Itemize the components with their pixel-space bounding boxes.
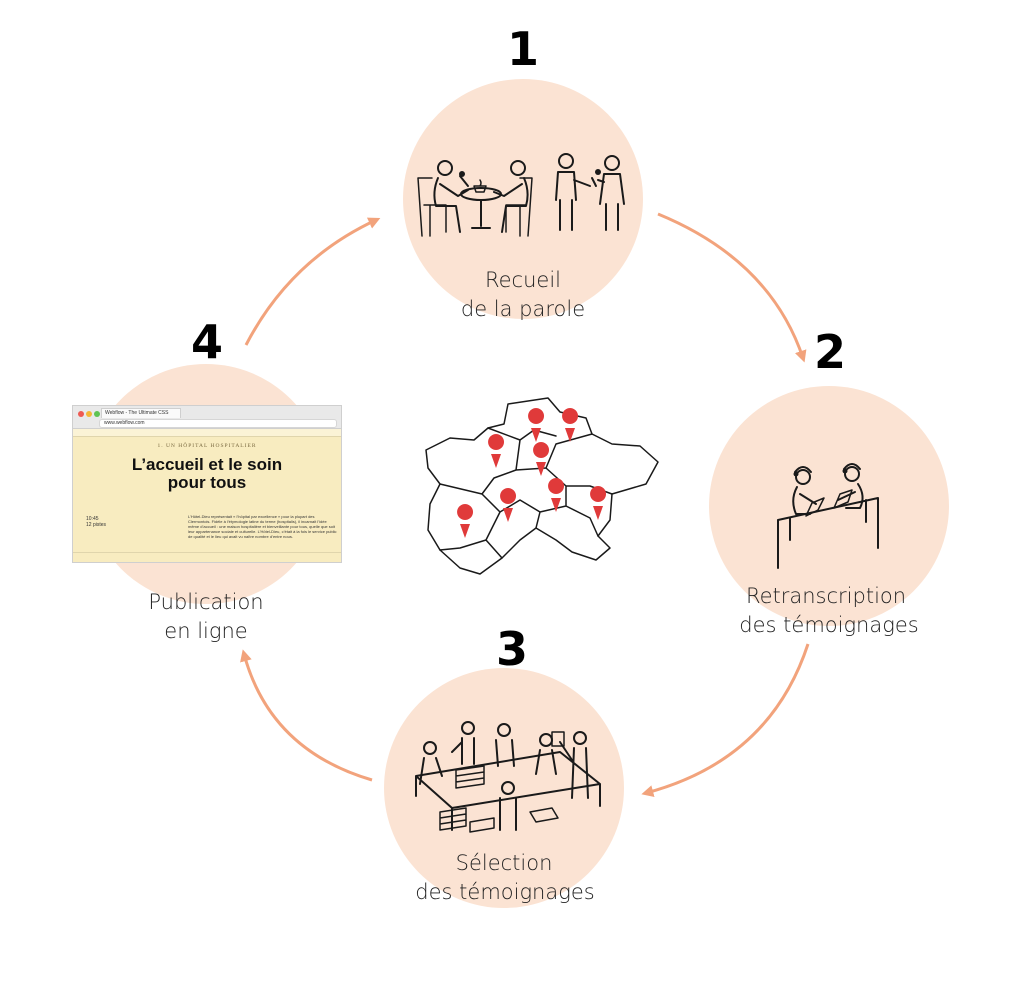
audio-duration: 10:45 12 pistes bbox=[86, 516, 106, 528]
url-bar: www.webflow.com bbox=[99, 419, 337, 428]
arrow-4-to-1 bbox=[244, 217, 381, 346]
map-pin bbox=[533, 442, 550, 476]
maximize-dot-icon bbox=[94, 411, 100, 417]
step-4-number: 4 bbox=[191, 315, 223, 369]
step-1-label-line-1: Recueil bbox=[485, 268, 561, 292]
arrow-3-to-4 bbox=[240, 649, 373, 782]
map-pin bbox=[548, 478, 565, 512]
article-kicker: 1. UN HÔPITAL HOSPITALIER bbox=[157, 443, 257, 449]
step-2-label-line-2: des témoignages bbox=[739, 613, 918, 637]
site-footer-bar bbox=[73, 552, 341, 562]
map-pin bbox=[590, 486, 607, 520]
step-1-number: 1 bbox=[507, 22, 539, 76]
step-3-number: 3 bbox=[496, 622, 528, 676]
map-pin bbox=[457, 504, 474, 538]
arrow-1-to-2 bbox=[657, 212, 807, 363]
close-dot-icon bbox=[78, 411, 84, 417]
transcription-headset-icon bbox=[777, 463, 879, 569]
step-3-label-line-2: des témoignages bbox=[415, 880, 594, 904]
map-pin bbox=[562, 408, 579, 442]
browser-chrome: Webflow - The Ultimate CSS www.webflow.c… bbox=[73, 406, 341, 429]
step-3-label-line-1: Sélection bbox=[456, 851, 553, 875]
article-title-line-2: pour tous bbox=[167, 473, 247, 492]
step-1-label-line-2: de la parole bbox=[461, 297, 585, 321]
minimize-dot-icon bbox=[86, 411, 92, 417]
browser-tab: Webflow - The Ultimate CSS bbox=[101, 408, 181, 418]
step-2-circle bbox=[709, 386, 949, 626]
step-2-label-line-1: Retranscription bbox=[746, 584, 906, 608]
selection-meeting-icon bbox=[415, 721, 601, 833]
duration-tracks: 12 pistes bbox=[86, 522, 107, 528]
interview-people-icon bbox=[417, 153, 625, 237]
article-title-line-1: L’accueil et le soin bbox=[131, 455, 283, 474]
step-1-circle bbox=[403, 79, 643, 319]
map-pin bbox=[500, 488, 517, 522]
article-body: L’Hôtel-Dieu représentait « l’hôpital pa… bbox=[188, 514, 337, 539]
map-pin bbox=[488, 434, 505, 468]
step-3-circle bbox=[384, 668, 624, 908]
map-pins bbox=[457, 408, 607, 538]
regional-map-icon bbox=[425, 397, 659, 575]
map-pin bbox=[528, 408, 545, 442]
site-nav-bar bbox=[73, 429, 341, 437]
website-screenshot: Webflow - The Ultimate CSS www.webflow.c… bbox=[73, 406, 341, 562]
arrow-2-to-3 bbox=[641, 643, 810, 797]
step-4-label-line-2: en ligne bbox=[164, 619, 247, 643]
duration-time: 10:45 bbox=[86, 516, 99, 522]
article-title: L’accueil et le soin pour tous bbox=[73, 456, 341, 492]
step-2-number: 2 bbox=[814, 325, 846, 379]
step-4-label-line-1: Publication bbox=[148, 590, 263, 614]
